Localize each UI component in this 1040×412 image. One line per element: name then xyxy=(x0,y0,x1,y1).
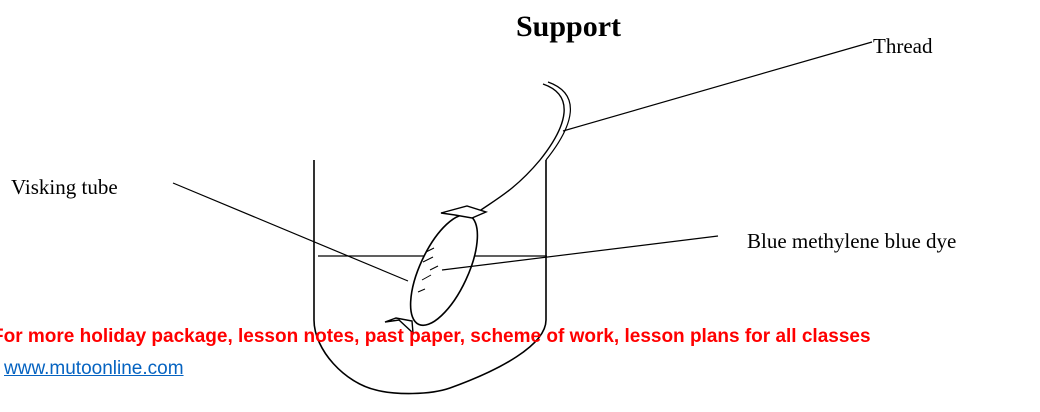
promo-banner: For more holiday package, lesson notes, … xyxy=(0,326,1040,348)
visking-tube-leader-line xyxy=(172,182,409,282)
label-dye: Blue methylene blue dye xyxy=(747,229,957,253)
website-link[interactable]: www.mutoonline.com xyxy=(4,358,184,379)
beaker xyxy=(313,160,547,395)
promo-text: For more holiday package, lesson notes, … xyxy=(0,326,871,347)
support-hook-inner xyxy=(545,81,571,161)
bottom-knot xyxy=(384,317,414,335)
top-knot xyxy=(440,205,489,219)
dye-leader-line xyxy=(441,235,719,271)
dye-marks xyxy=(417,247,439,293)
thread-leader-line xyxy=(562,41,873,132)
diagram-title: Support xyxy=(516,10,622,43)
label-thread: Thread xyxy=(873,34,933,58)
label-visking-tube: Visking tube xyxy=(11,175,118,199)
support-hook xyxy=(477,83,565,213)
